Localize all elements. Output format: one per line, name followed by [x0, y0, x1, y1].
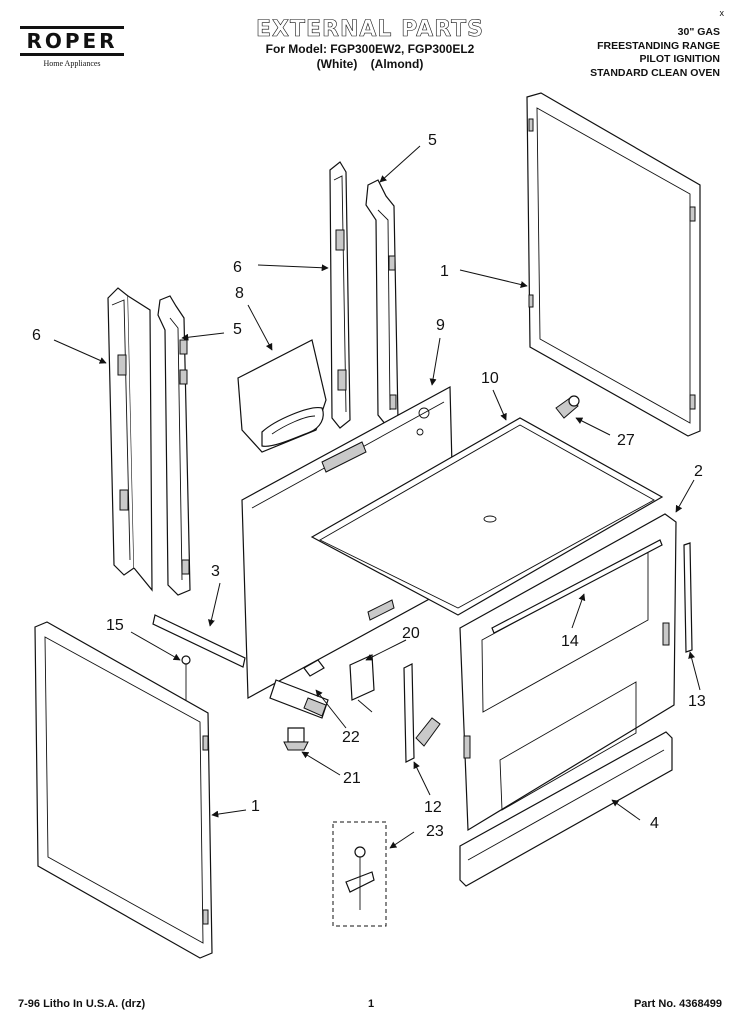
callout-23: 23 [426, 823, 444, 840]
footer-part-number: Part No. 4368499 [633, 998, 722, 1010]
desc-line: PILOT IGNITION [639, 53, 721, 65]
callout-6-right: 6 [233, 259, 242, 276]
brand-subtitle: Home Appliances [43, 59, 101, 68]
callout-2: 2 [694, 463, 703, 480]
callout-1-upper: 1 [440, 263, 449, 280]
footer-litho: 7-96 Litho In U.S.A. (drz) [18, 998, 146, 1010]
callout-6-left: 6 [32, 327, 41, 344]
orifice-fitting [555, 395, 580, 419]
screw-15 [181, 655, 191, 700]
trim-strip [491, 539, 663, 634]
bracket-20 [349, 654, 375, 713]
callout-14: 14 [561, 633, 579, 650]
callout-15: 15 [106, 617, 124, 634]
side-panel-right [526, 92, 701, 437]
side-panel-left [34, 621, 213, 959]
desc-line: FREESTANDING RANGE [597, 39, 720, 52]
front-frame [459, 513, 677, 832]
callout-27: 27 [617, 432, 635, 449]
callout-8: 8 [235, 285, 244, 302]
rear-rail-right [329, 161, 351, 429]
callout-12: 12 [424, 799, 442, 816]
footer-page-number: 1 [368, 998, 375, 1010]
callout-4: 4 [650, 815, 659, 832]
lower-rear-channel [269, 659, 329, 719]
callout-3: 3 [211, 563, 220, 580]
leveling-leg [283, 727, 309, 751]
callout-5-left: 5 [233, 321, 242, 338]
callout-5-right: 5 [428, 132, 437, 149]
callout-21: 21 [343, 770, 361, 787]
detail-box-23 [332, 821, 387, 927]
bracket-12 [403, 663, 441, 763]
side-trim [683, 542, 693, 653]
color-line: (White) (Almond) [316, 57, 424, 71]
vent-duct [237, 339, 327, 453]
roper-logo: ROPER Home Appliances [20, 26, 124, 68]
rear-bracket [152, 614, 246, 668]
desc-line: 30" GAS [677, 26, 720, 38]
front-rail-right [365, 179, 399, 426]
callout-1-lower: 1 [251, 798, 260, 815]
rear-rail-left [107, 287, 153, 592]
callout-9: 9 [436, 317, 445, 334]
page-title: EXTERNAL PARTS [255, 17, 485, 42]
callout-20: 20 [402, 625, 420, 642]
product-description: 30" GAS FREESTANDING RANGE PILOT IGNITIO… [520, 26, 720, 80]
model-line: For Model: FGP300EW2, FGP300EL2 [265, 42, 475, 56]
brand-name: ROPER [20, 26, 124, 56]
kick-plate [459, 731, 673, 887]
corner-mark: x [719, 8, 725, 18]
front-rail-left [157, 295, 191, 596]
callout-13: 13 [688, 693, 706, 710]
diagram-title-block: EXTERNAL PARTS For Model: FGP300EW2, FGP… [240, 17, 500, 72]
desc-line: STANDARD CLEAN OVEN [590, 66, 720, 79]
leader-lines [53, 145, 701, 849]
bottom-panel [310, 417, 664, 616]
callout-10: 10 [481, 370, 499, 387]
callout-22: 22 [342, 729, 360, 746]
